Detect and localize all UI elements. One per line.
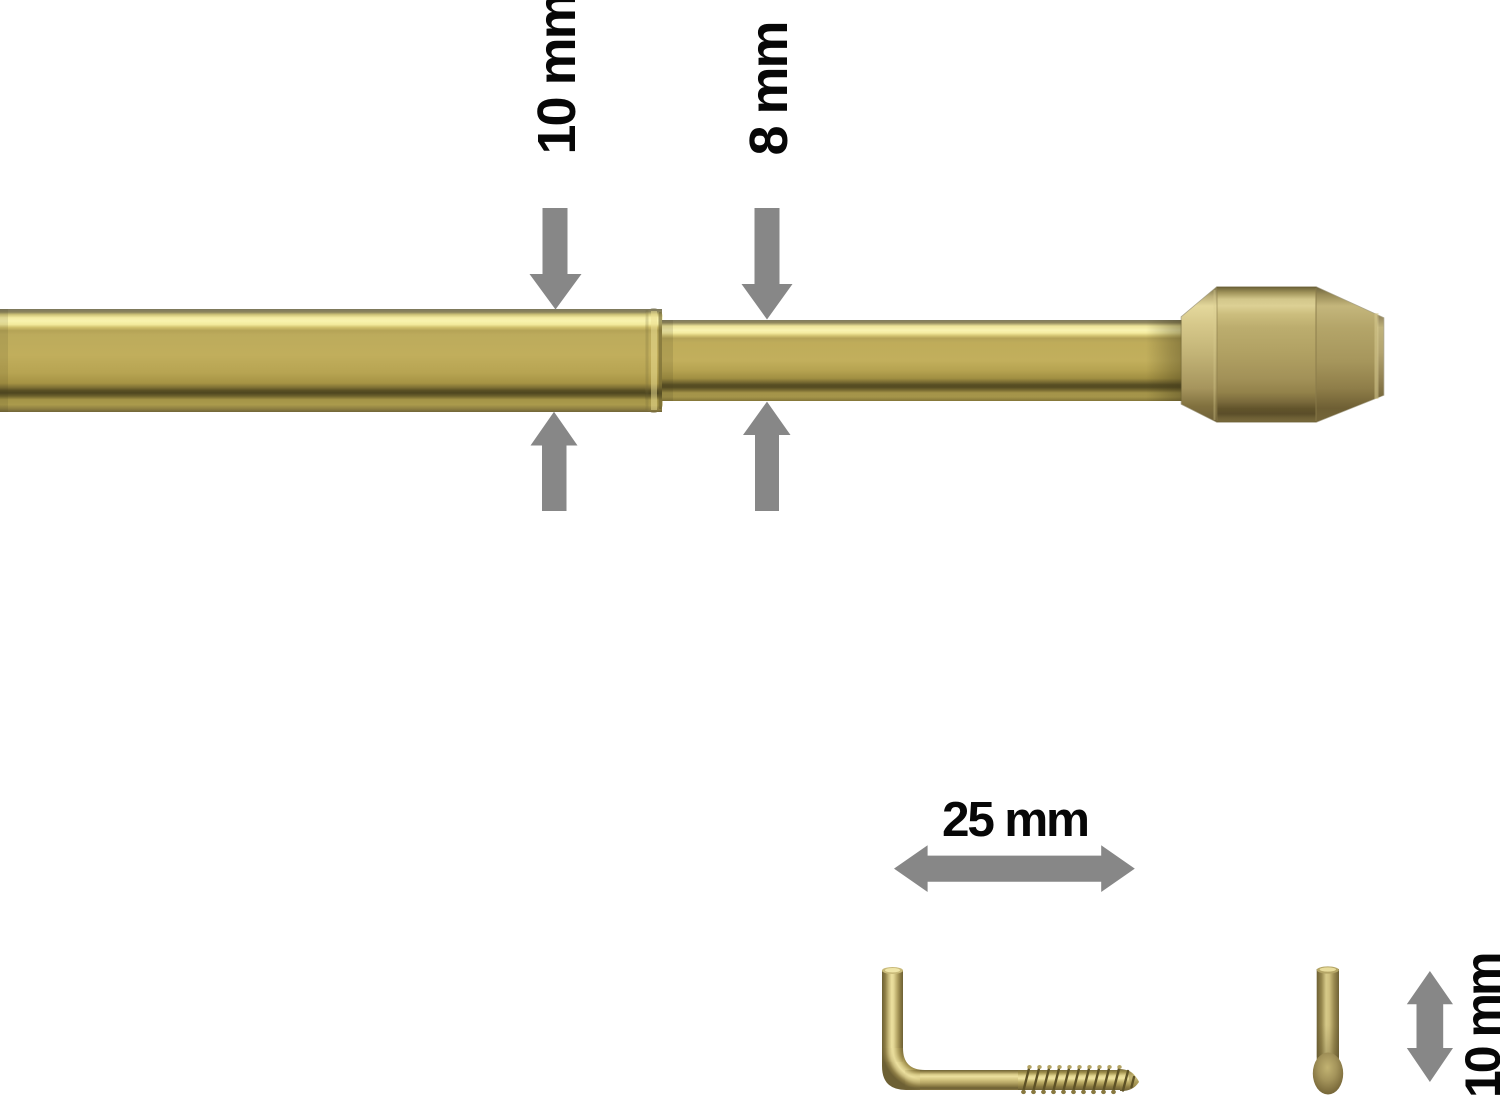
svg-text:25 mm: 25 mm xyxy=(942,792,1088,847)
svg-text:10 mm: 10 mm xyxy=(527,0,587,155)
svg-text:8 mm: 8 mm xyxy=(739,22,799,155)
svg-text:10 mm: 10 mm xyxy=(1455,954,1500,1098)
